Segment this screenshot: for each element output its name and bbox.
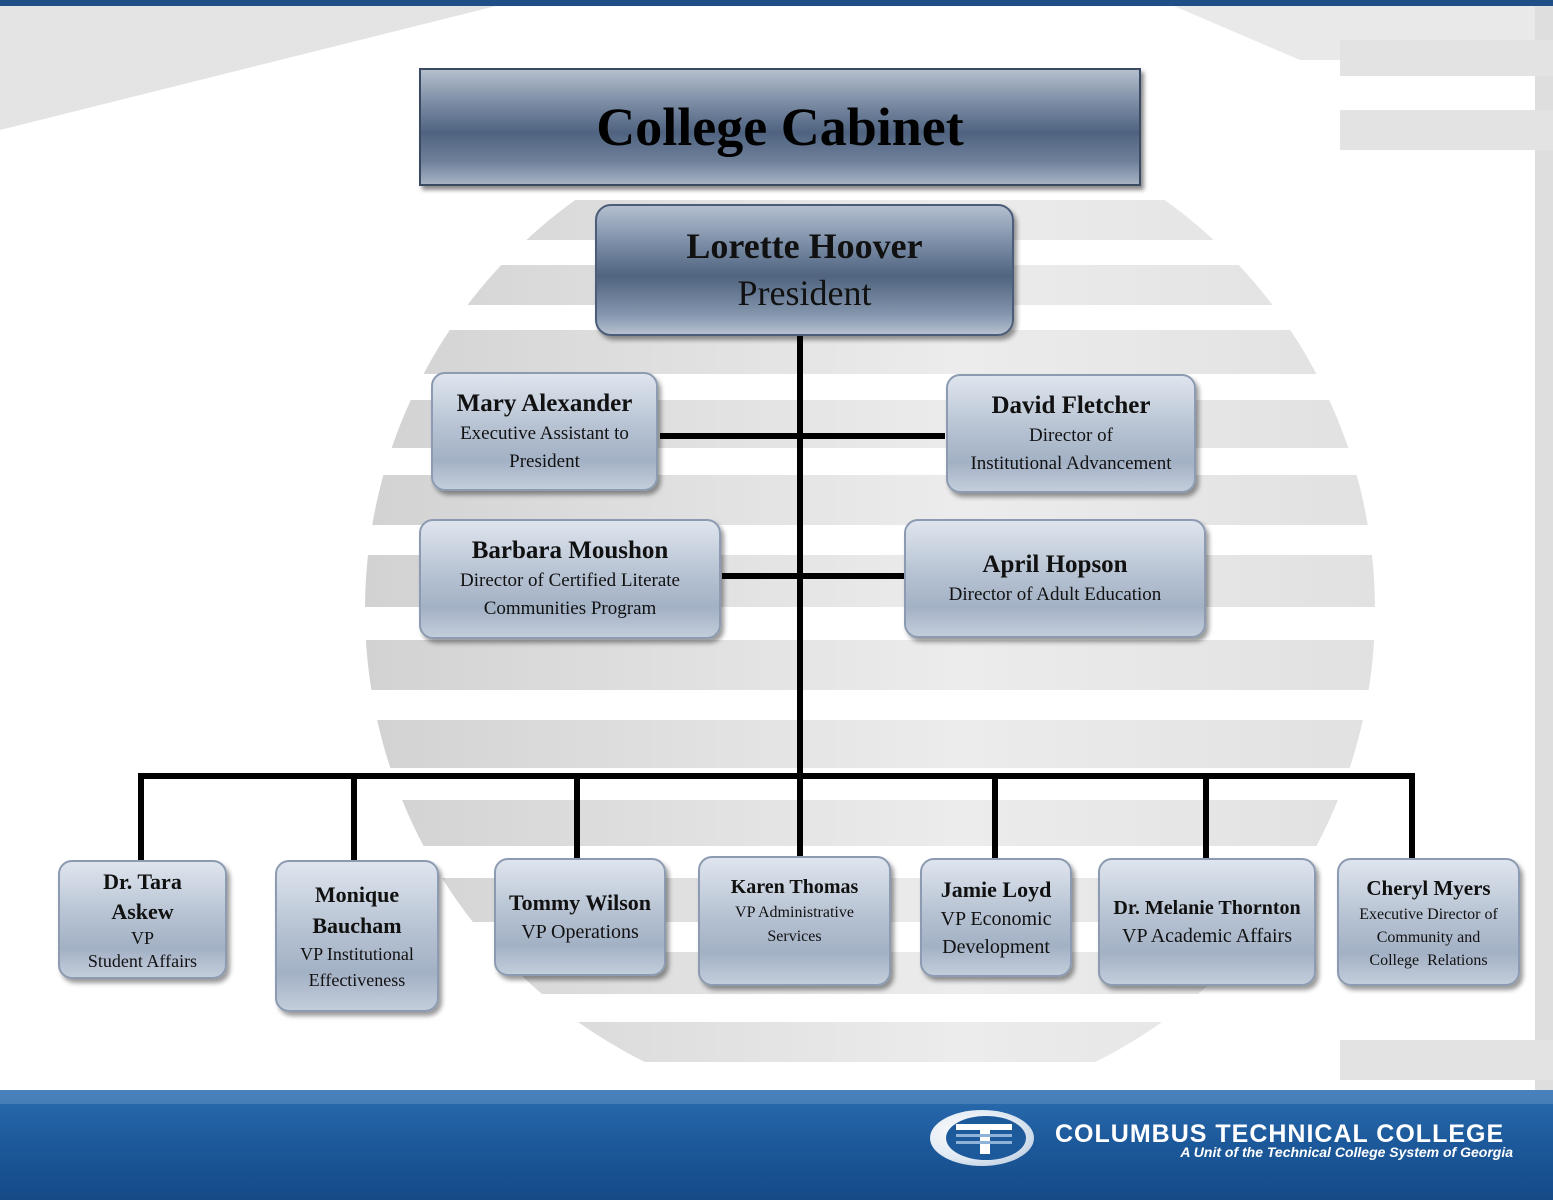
president-box: Lorette Hoover President — [595, 204, 1014, 336]
staff-name: David Fletcher — [991, 391, 1151, 419]
title-text: College Cabinet — [596, 97, 964, 157]
vp-box-monique-baucham: Monique Baucham VP Institutional Effecti… — [275, 860, 439, 1012]
vp-name-line: Cheryl Myers — [1366, 875, 1491, 900]
footer-highlight — [0, 1090, 1553, 1104]
president-role: President — [737, 273, 872, 313]
vp-role-line: Services — [767, 928, 822, 945]
staff-role-line: Institutional Advancement — [970, 452, 1172, 474]
staff-role-line: Director of — [1029, 424, 1113, 446]
vp-role-line: Executive Director of — [1359, 905, 1498, 923]
connector-row1 — [660, 433, 945, 439]
college-logo-icon — [930, 1110, 1034, 1166]
top-accent-bar — [0, 0, 1553, 6]
logo-t-mark-icon — [946, 1116, 1026, 1160]
staff-name: April Hopson — [982, 550, 1128, 578]
page-title: College Cabinet — [419, 68, 1141, 186]
vp-box-karen-thomas: Karen Thomas VP Administrative Services — [698, 856, 891, 986]
vp-box-tommy-wilson: Tommy Wilson VP Operations — [494, 858, 666, 976]
vp-name-line: Askew — [111, 898, 174, 924]
vp-role-line: Development — [942, 935, 1050, 958]
staff-role-line: Director of Certified Literate — [460, 570, 680, 591]
staff-box-david-fletcher: David Fletcher Director of Institutional… — [946, 374, 1196, 493]
vp-name-line: Karen Thomas — [730, 876, 859, 898]
vp-box-melanie-thornton: Dr. Melanie Thornton VP Academic Affairs — [1098, 858, 1316, 986]
staff-role-line: Director of Adult Education — [948, 583, 1162, 605]
vp-name-line: Tommy Wilson — [508, 890, 652, 915]
vp-role-line: Effectiveness — [308, 970, 406, 990]
staff-name: Mary Alexander — [456, 389, 633, 417]
connector-drop-5 — [992, 773, 998, 858]
connector-drop-3 — [574, 773, 580, 858]
staff-role-line: Communities Program — [483, 598, 657, 619]
connector-drop-1 — [138, 773, 144, 860]
staff-box-april-hopson: April Hopson Director of Adult Education — [904, 519, 1206, 638]
vp-role-line: VP Administrative — [735, 904, 854, 921]
staff-role-line: Executive Assistant to — [460, 422, 629, 444]
vp-box-tara-askew: Dr. Tara Askew VP Student Affairs — [58, 860, 227, 979]
connector-drop-6 — [1203, 773, 1209, 858]
vp-name-line: Jamie Loyd — [940, 876, 1052, 902]
vp-role-line: Community and — [1376, 928, 1481, 946]
connector-vp-bar — [138, 773, 1415, 779]
vp-role-line: VP — [130, 927, 154, 948]
vp-role-line: College Relations — [1369, 951, 1488, 969]
vp-name-line: Monique — [314, 882, 400, 907]
college-name: COLUMBUS TECHNICAL COLLEGE — [1055, 1120, 1505, 1148]
vp-role-line: VP Economic — [940, 907, 1052, 930]
vp-box-cheryl-myers: Cheryl Myers Executive Director of Commu… — [1337, 858, 1520, 986]
vp-name-line: Dr. Melanie Thornton — [1113, 897, 1301, 919]
staff-box-barbara-moushon: Barbara Moushon Director of Certified Li… — [419, 519, 721, 639]
footer-band: COLUMBUS TECHNICAL COLLEGE A Unit of the… — [0, 1090, 1553, 1200]
college-tagline: A Unit of the Technical College System o… — [1180, 1144, 1513, 1160]
vp-name-line: Dr. Tara — [103, 868, 182, 894]
vp-role-line: VP Academic Affairs — [1122, 925, 1292, 947]
staff-box-mary-alexander: Mary Alexander Executive Assistant to Pr… — [431, 372, 658, 491]
vp-role-line: VP Institutional — [300, 944, 414, 964]
vp-name-line: Baucham — [312, 913, 402, 938]
staff-name: Barbara Moushon — [471, 537, 669, 564]
connector-drop-2 — [351, 773, 357, 860]
connector-main-trunk — [797, 336, 803, 856]
connector-row2 — [722, 573, 904, 579]
vp-role-line: Student Affairs — [87, 950, 198, 971]
staff-role-line: President — [509, 450, 580, 472]
president-name: Lorette Hoover — [686, 226, 923, 266]
vp-box-jamie-loyd: Jamie Loyd VP Economic Development — [920, 858, 1072, 977]
vp-role-line: VP Operations — [521, 921, 639, 943]
connector-drop-7 — [1409, 773, 1415, 858]
